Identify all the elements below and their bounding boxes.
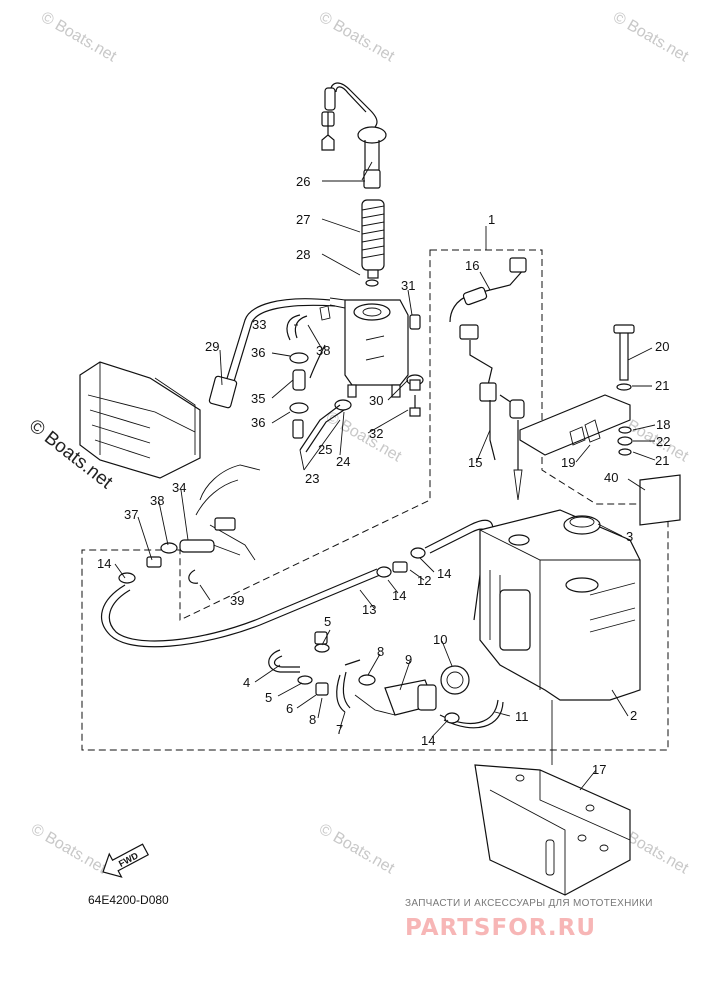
callout-14c: 14 [392, 588, 406, 603]
callout-10: 10 [433, 632, 447, 647]
callout-25: 25 [318, 442, 332, 457]
sender-unit-26 [321, 82, 387, 189]
connector-parts [146, 539, 215, 584]
callout-8b: 8 [309, 712, 316, 727]
callout-19: 19 [561, 455, 575, 470]
hose-assembly-left [208, 298, 352, 453]
callout-11: 11 [515, 709, 529, 724]
callout-27: 27 [296, 212, 310, 227]
callout-21b: 21 [655, 453, 669, 468]
mount-bracket-17 [474, 764, 631, 896]
callout-22: 22 [656, 434, 670, 449]
callout-14: 14 [97, 556, 111, 571]
callout-24: 24 [336, 454, 350, 469]
brand-tagline: ЗАПЧАСТИ И АКСЕССУАРЫ ДЛЯ МОТОТЕХНИКИ [405, 898, 653, 909]
callout-13: 13 [362, 602, 376, 617]
engine-pan [195, 464, 261, 561]
callout-39: 39 [230, 593, 244, 608]
leader-lines [114, 161, 656, 791]
callout-5b: 5 [265, 690, 272, 705]
callout-30: 30 [369, 393, 383, 408]
callout-36b: 36 [251, 415, 265, 430]
callout-37: 37 [124, 507, 138, 522]
callout-17: 17 [592, 762, 606, 777]
watermark-text: © Boats.net [610, 9, 692, 66]
filter-element-27 [361, 199, 385, 279]
callout-3: 3 [626, 529, 633, 544]
wiring-harness [449, 257, 530, 546]
callout-20: 20 [655, 339, 669, 354]
callout-18: 18 [656, 417, 670, 432]
callout-36: 36 [251, 345, 265, 360]
callout-9: 9 [405, 652, 412, 667]
callout-40: 40 [604, 470, 618, 485]
callout-26: 26 [296, 174, 310, 189]
watermark-text: © Boats.net [28, 821, 110, 878]
watermark-text: © Boats.net [38, 9, 120, 66]
callout-28: 28 [296, 247, 310, 262]
callout-33: 33 [252, 317, 266, 332]
callout-35: 35 [251, 391, 265, 406]
callout-32: 32 [369, 426, 383, 441]
callout-8: 8 [377, 644, 384, 659]
callout-34: 34 [172, 480, 186, 495]
callout-5: 5 [324, 614, 331, 629]
callout-38b: 38 [150, 493, 164, 508]
callout-21: 21 [655, 378, 669, 393]
bracket-assembly [519, 324, 635, 456]
callout-14b: 14 [437, 566, 451, 581]
fuel-pump-assembly [268, 631, 504, 729]
callout-7: 7 [336, 722, 343, 737]
callout-14d: 14 [421, 733, 435, 748]
callout-31: 31 [401, 278, 415, 293]
fuel-tank-2 [479, 509, 641, 701]
callout-16: 16 [465, 258, 479, 273]
brand-name: PARTSFOR.RU [405, 915, 596, 941]
watermark-text: © Boats.net [316, 9, 398, 66]
callout-6: 6 [286, 701, 293, 716]
fasteners-30-32 [406, 314, 424, 417]
callout-4: 4 [243, 675, 250, 690]
filter-housing [329, 297, 409, 398]
cowling-unit [79, 361, 201, 479]
group-boundary-1 [81, 249, 669, 751]
callout-15: 15 [468, 455, 482, 470]
callout-29: 29 [205, 339, 219, 354]
callout-2: 2 [630, 708, 637, 723]
callout-labels: 1 2 3 4 5 5 6 7 8 8 9 10 11 12 13 14 14 … [97, 174, 670, 777]
fuel-line [101, 519, 494, 648]
watermark-text: © Boats.net [316, 821, 398, 878]
label-plate-40 [639, 474, 681, 526]
callout-12: 12 [417, 573, 431, 588]
callout-1: 1 [488, 212, 495, 227]
callout-23: 23 [305, 471, 319, 486]
diagram-code: 64E4200-D080 [88, 893, 169, 907]
o-ring-28 [365, 279, 379, 287]
callout-38: 38 [316, 343, 330, 358]
